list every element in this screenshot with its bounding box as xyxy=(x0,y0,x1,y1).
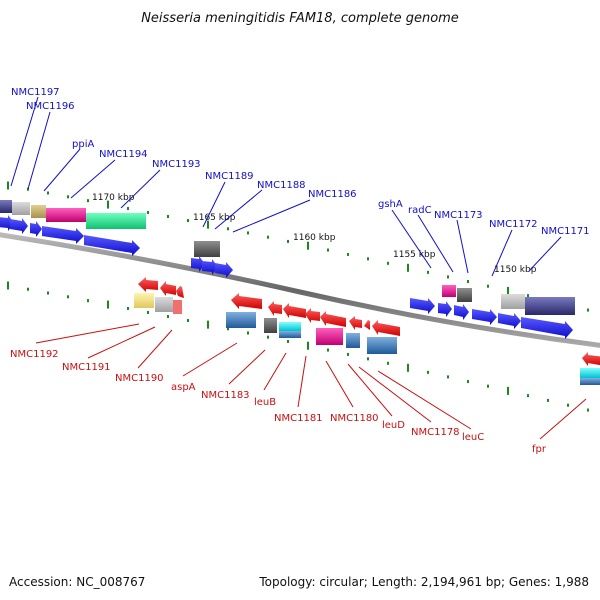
gene-cluster-right-reverse xyxy=(580,352,600,385)
gene-cluster-middle-reverse xyxy=(226,293,400,354)
accession-text: Accession: NC_008767 xyxy=(9,575,145,589)
gene-label-nmc1172: NMC1172 xyxy=(489,219,538,230)
gene-cluster-left-reverse xyxy=(134,277,184,314)
gene-block xyxy=(442,285,456,297)
scale-label-1165: 1165 kbp xyxy=(193,213,236,223)
gene-label-nmc1188: NMC1188 xyxy=(257,180,306,191)
scale-label-1170: 1170 kbp xyxy=(92,193,135,203)
gene-arrow xyxy=(283,303,306,318)
gene-arrow xyxy=(160,281,176,296)
gene-arrow xyxy=(320,311,346,327)
gene-block xyxy=(86,213,146,229)
gene-block xyxy=(46,208,86,222)
top-leader-lines xyxy=(10,96,562,277)
gene-block xyxy=(264,318,277,333)
gene-arrow xyxy=(472,309,497,325)
gene-block xyxy=(31,205,46,218)
gene-block xyxy=(279,322,301,331)
gene-arrow xyxy=(202,259,218,275)
gene-arrow xyxy=(191,256,205,272)
gene-arrow xyxy=(30,221,42,237)
gene-label-nmc1171: NMC1171 xyxy=(541,226,590,237)
gene-block xyxy=(525,297,575,315)
gene-label-leub: leuB xyxy=(254,397,276,408)
gene-arrow xyxy=(521,317,573,339)
gene-block xyxy=(12,202,30,215)
gene-arrow xyxy=(582,352,600,366)
gene-block xyxy=(194,241,220,257)
gene-label-nmc1173: NMC1173 xyxy=(434,210,483,221)
gene-block xyxy=(580,368,600,378)
gene-label-nmc1191: NMC1191 xyxy=(62,362,111,373)
gene-block xyxy=(346,333,360,348)
gene-label-nmc1178: NMC1178 xyxy=(411,427,460,438)
gene-label-gsha: gshA xyxy=(378,199,403,210)
gene-label-leuc: leuC xyxy=(462,432,484,443)
gene-label-leud: leuD xyxy=(382,420,405,431)
gene-arrow xyxy=(215,262,233,278)
genome-backbone xyxy=(0,232,600,348)
gene-arrow xyxy=(305,308,320,323)
gene-label-nmc1190: NMC1190 xyxy=(115,373,164,384)
gene-label-radc: radC xyxy=(408,205,432,216)
genome-summary-text: Topology: circular; Length: 2,194,961 bp… xyxy=(258,575,589,589)
gene-block xyxy=(580,378,600,385)
gene-cluster-top-left xyxy=(0,200,146,256)
gene-label-ppia: ppiA xyxy=(72,139,94,150)
figure-title: Neisseria meningitidis FAM18, complete g… xyxy=(141,11,459,26)
gene-label-nmc1186: NMC1186 xyxy=(308,189,357,200)
gene-block xyxy=(173,300,182,314)
gene-arrow xyxy=(268,301,282,316)
gene-arrow xyxy=(349,316,362,330)
bottom-leader-lines xyxy=(35,323,587,440)
gene-label-nmc1197: NMC1197 xyxy=(11,87,60,98)
gene-label-nmc1183: NMC1183 xyxy=(201,390,250,401)
gene-arrow xyxy=(42,226,84,244)
gene-cluster-right-forward xyxy=(410,285,575,339)
gene-label-nmc1180: NMC1180 xyxy=(330,413,379,424)
scale-label-1160: 1160 kbp xyxy=(293,233,336,243)
scale-ticks-outer xyxy=(7,181,589,312)
gene-block xyxy=(0,200,12,213)
gene-arrow xyxy=(498,313,521,329)
gene-label-nmc1194: NMC1194 xyxy=(99,149,148,160)
gene-arrow xyxy=(454,304,469,320)
scale-label-1150: 1150 kbp xyxy=(494,265,537,275)
gene-arrow xyxy=(231,293,262,309)
gene-block xyxy=(134,293,154,308)
gene-block xyxy=(367,337,397,354)
gene-arrow xyxy=(364,320,370,330)
gene-arrow xyxy=(438,301,452,317)
gene-arrow xyxy=(410,298,435,314)
gene-block xyxy=(279,331,301,338)
gene-block xyxy=(155,297,173,312)
gene-arrow xyxy=(10,218,28,234)
gene-label-nmc1193: NMC1193 xyxy=(152,159,201,170)
gene-block xyxy=(316,328,343,345)
gene-label-aspa: aspA xyxy=(171,382,196,393)
gene-block xyxy=(457,288,472,302)
gene-label-nmc1192: NMC1192 xyxy=(10,349,59,360)
scale-ticks-inner xyxy=(7,281,589,412)
scale-label-1155: 1155 kbp xyxy=(393,250,436,260)
gene-label-fpr: fpr xyxy=(532,444,547,455)
gene-arrow xyxy=(176,286,184,298)
gene-block xyxy=(501,294,525,309)
gene-label-nmc1196: NMC1196 xyxy=(26,101,75,112)
gene-arrow xyxy=(138,277,158,292)
gene-label-nmc1181: NMC1181 xyxy=(274,413,323,424)
gene-arrow xyxy=(372,320,400,336)
gene-block xyxy=(226,312,256,328)
gene-label-nmc1189: NMC1189 xyxy=(205,171,254,182)
gene-arrow xyxy=(84,235,140,256)
